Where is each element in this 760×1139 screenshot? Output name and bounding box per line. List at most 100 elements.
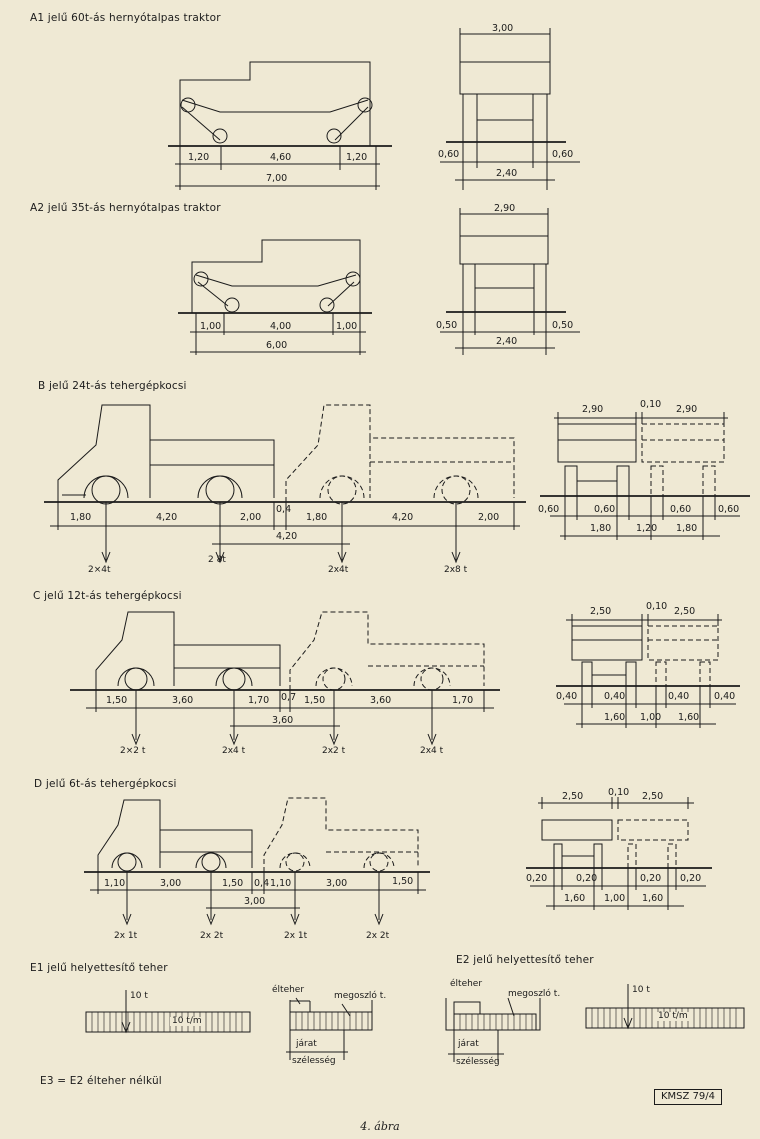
d-dim-gap: 0,4 — [254, 878, 270, 889]
e2-distributed-load: 10 t/m — [656, 1011, 690, 1021]
b-front-width-2: 2,90 — [676, 404, 698, 415]
c-dim-spacing: 3,60 — [272, 715, 294, 726]
a2-dim-gauge: 2,40 — [496, 336, 518, 347]
b-front-between: 1,20 — [636, 523, 658, 534]
e2-point-load: 10 t — [632, 985, 650, 995]
c-front-wheel-1: 0,40 — [556, 691, 578, 702]
e1-distributed-load: 10 t/m — [170, 1016, 204, 1026]
e1-diagram — [85, 990, 373, 1060]
a1-side-view — [168, 61, 392, 190]
c-dim-5: 3,60 — [370, 695, 392, 706]
b-dim-3: 2,00 — [240, 512, 262, 523]
c-front-wheel-4: 0,40 — [714, 691, 736, 702]
a2-dim-track-base: 4,00 — [270, 321, 292, 332]
d-front-wheel-1: 0,20 — [526, 873, 548, 884]
c-load-2: 2x4 t — [222, 746, 246, 756]
e2-szelesseg-label: szélesség — [456, 1057, 500, 1067]
e1-point-load: 10 t — [130, 991, 148, 1001]
a1-dim-total-length: 7,00 — [266, 173, 288, 184]
b-front-wheel-1: 0,60 — [538, 504, 560, 515]
c-front-width-1: 2,50 — [590, 606, 612, 617]
c-front-gauge-2: 1,60 — [678, 712, 700, 723]
a2-front-view — [440, 208, 580, 355]
e1-megoszlo-label: megoszló t. — [334, 991, 387, 1001]
d-load-2: 2x 2t — [200, 931, 224, 941]
b-front-gauge-1: 1,80 — [590, 523, 612, 534]
c-front-view — [556, 614, 740, 728]
d-dim-5: 3,00 — [326, 878, 348, 889]
d-dim-4: 1,10 — [270, 878, 292, 889]
b-front-wheel-3: 0,60 — [670, 504, 692, 515]
a1-dim-right-track: 0,60 — [552, 149, 574, 160]
d-load-3: 2x 1t — [284, 931, 308, 941]
e2-elteher-label: élteher — [450, 979, 483, 989]
e2-diagram — [445, 984, 745, 1062]
d-title: D jelű 6t-ás tehergépkocsi — [34, 778, 177, 790]
c-load-4: 2x4 t — [420, 746, 444, 756]
c-front-between: 1,00 — [640, 712, 662, 723]
d-dim-2: 3,00 — [160, 878, 182, 889]
b-dim-spacing: 4,20 — [276, 531, 298, 542]
c-front-wheel-2: 0,40 — [604, 691, 626, 702]
a1-dim-track-base: 4,60 — [270, 152, 292, 163]
c-front-gap: 0,10 — [646, 601, 668, 612]
b-front-width-1: 2,90 — [582, 404, 604, 415]
c-dim-4: 1,50 — [304, 695, 326, 706]
a2-dim-front-overhang: 1,00 — [200, 321, 222, 332]
b-dim-5: 4,20 — [392, 512, 414, 523]
b-front-gauge-2: 1,80 — [676, 523, 698, 534]
e1-jarat-label: járat — [296, 1039, 317, 1049]
d-front-view — [526, 797, 712, 910]
a1-dim-front-overhang: 1,20 — [188, 152, 210, 163]
c-title: C jelű 12t-ás tehergépkocsi — [33, 590, 182, 602]
a1-dim-rear-overhang: 1,20 — [346, 152, 368, 163]
d-dim-3: 1,50 — [222, 878, 244, 889]
e2-title: E2 jelű helyettesítő teher — [456, 954, 594, 966]
d-dim-1: 1,10 — [104, 878, 126, 889]
c-dim-3: 1,70 — [248, 695, 270, 706]
b-dim-4: 1,80 — [306, 512, 328, 523]
a2-dim-left-track: 0,50 — [436, 320, 458, 331]
d-front-width-2: 2,50 — [642, 791, 664, 802]
a2-dim-right-track: 0,50 — [552, 320, 574, 331]
a2-dim-rear-overhang: 1,00 — [336, 321, 358, 332]
b-load-4: 2x8 t — [444, 565, 468, 575]
b-load-2: 2 8t — [208, 555, 226, 565]
a1-dim-gauge: 2,40 — [496, 168, 518, 179]
d-side-view — [84, 797, 430, 926]
c-dim-2: 3,60 — [172, 695, 194, 706]
d-front-between: 1,00 — [604, 893, 626, 904]
a1-title: A1 jelű 60t-ás hernyótalpas traktor — [30, 12, 221, 24]
b-dim-1: 1,80 — [70, 512, 92, 523]
e1-szelesseg-label: szélesség — [292, 1056, 336, 1066]
a2-title: A2 jelű 35t-ás hernyótalpas traktor — [30, 202, 221, 214]
a2-dim-total-length: 6,00 — [266, 340, 288, 351]
b-front-wheel-2: 0,60 — [594, 504, 616, 515]
figure-caption: 4. ábra — [360, 1120, 400, 1133]
b-dim-6: 2,00 — [478, 512, 500, 523]
d-dim-spacing: 3,00 — [244, 896, 266, 907]
b-side-view — [44, 404, 526, 564]
e1-title: E1 jelű helyettesítő teher — [30, 962, 168, 974]
c-load-3: 2x2 t — [322, 746, 346, 756]
c-front-gauge-1: 1,60 — [604, 712, 626, 723]
d-load-4: 2x 2t — [366, 931, 390, 941]
stamp-box: KMSZ 79/4 — [654, 1089, 723, 1105]
b-load-1: 2×4t — [88, 565, 111, 575]
b-front-gap: 0,10 — [640, 399, 662, 410]
d-dim-6: 1,50 — [392, 876, 414, 887]
b-title: B jelű 24t-ás tehergépkocsi — [38, 380, 187, 392]
b-dim-gap: 0,4 — [276, 504, 292, 515]
c-load-1: 2×2 t — [120, 746, 146, 756]
d-load-1: 2x 1t — [114, 931, 138, 941]
c-dim-6: 1,70 — [452, 695, 474, 706]
d-front-width-1: 2,50 — [562, 791, 584, 802]
b-load-3: 2x4t — [328, 565, 349, 575]
c-front-width-2: 2,50 — [674, 606, 696, 617]
d-front-wheel-3: 0,20 — [640, 873, 662, 884]
b-dim-2: 4,20 — [156, 512, 178, 523]
d-front-wheel-4: 0,20 — [680, 873, 702, 884]
a1-front-view — [440, 28, 580, 190]
d-front-gauge-1: 1,60 — [564, 893, 586, 904]
e2-jarat-label: járat — [458, 1039, 479, 1049]
